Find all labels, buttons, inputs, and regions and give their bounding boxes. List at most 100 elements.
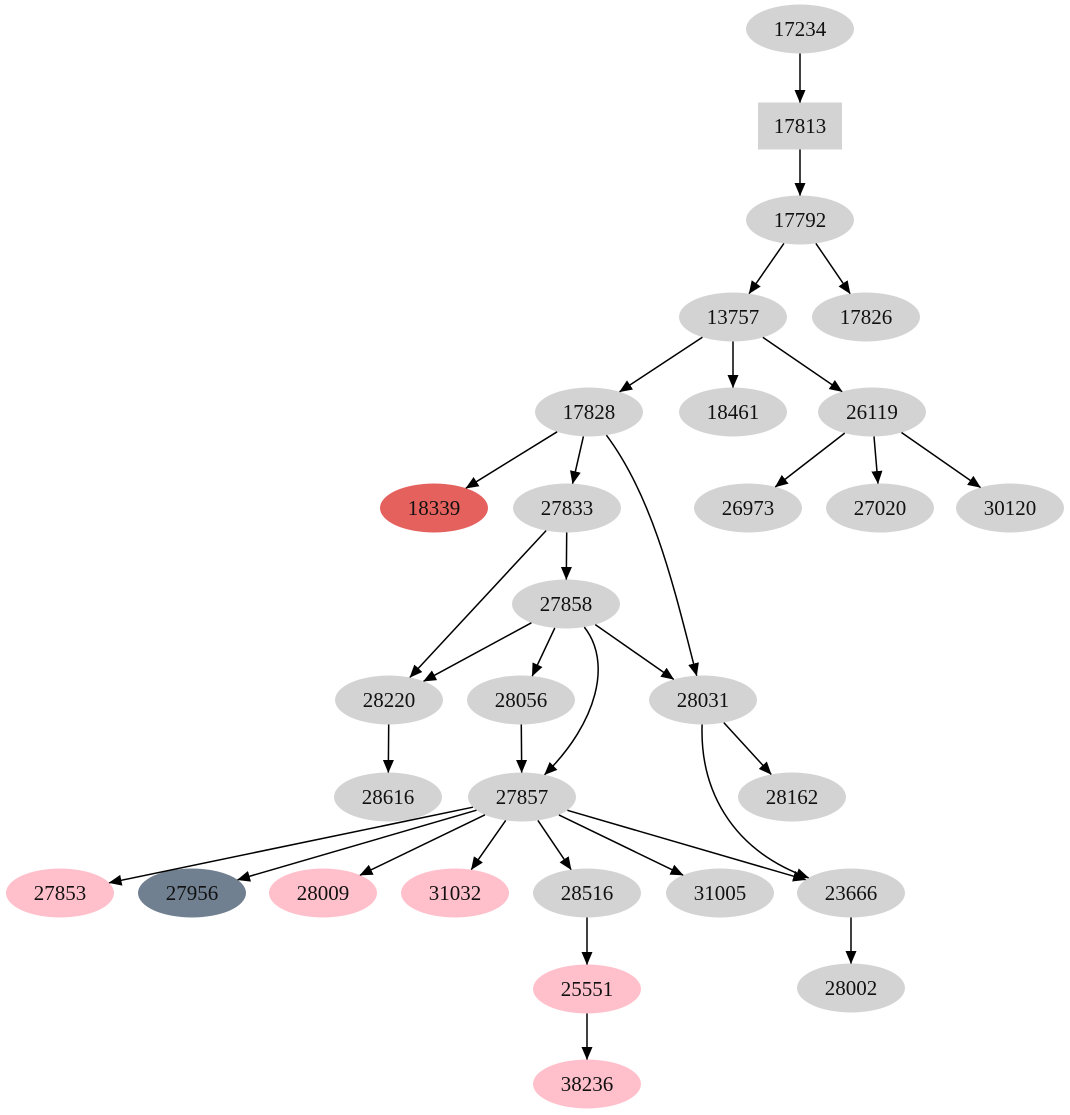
edge-27858-27857 [544, 626, 599, 776]
node-38236: 38236 [533, 1059, 641, 1109]
node-17234-shape [746, 4, 854, 54]
node-27020-shape [826, 483, 934, 533]
node-17813-shape [758, 102, 842, 150]
node-30120-shape [956, 483, 1064, 533]
node-17792-label: 17792 [774, 208, 827, 232]
node-28031-label: 28031 [677, 688, 730, 712]
node-26119-shape [818, 387, 926, 437]
node-28616-label: 28616 [362, 785, 415, 809]
node-18339: 18339 [380, 483, 488, 533]
node-17826-shape [812, 292, 920, 342]
edge-27857-28516 [537, 819, 572, 871]
edge-27858-28220 [423, 622, 532, 682]
node-17813-label: 17813 [774, 114, 827, 138]
node-28516: 28516 [533, 868, 641, 918]
edge-26119-27020 [871, 436, 883, 484]
node-27858-shape [512, 579, 620, 629]
node-17234: 17234 [746, 4, 854, 54]
node-layer: 17234 17813 17792 13757 17826 17828 18461 26119… [6, 4, 1064, 1109]
node-38236-shape [533, 1059, 641, 1109]
edge-27857-23666 [567, 809, 807, 882]
node-17828-shape [535, 387, 643, 437]
node-28616-shape [334, 772, 442, 822]
edge-17828-18339 [465, 431, 558, 489]
node-27857-label: 27857 [496, 785, 549, 809]
node-28056-label: 28056 [495, 688, 548, 712]
edge-28031-23666 [701, 724, 810, 879]
node-28616: 28616 [334, 772, 442, 822]
node-17826-label: 17826 [840, 305, 893, 329]
node-18461-shape [679, 387, 787, 437]
node-27858-label: 27858 [540, 592, 593, 616]
edge-17828-27833 [570, 436, 585, 485]
node-27833-shape [513, 483, 621, 533]
node-17792-shape [746, 195, 854, 245]
edge-28031-28162 [723, 722, 772, 775]
edge-27857-31032 [470, 819, 507, 871]
node-28009-shape [269, 868, 377, 918]
node-38236-label: 38236 [561, 1072, 614, 1096]
node-28516-shape [533, 868, 641, 918]
node-28056: 28056 [467, 675, 575, 725]
edge-27858-28031 [594, 623, 675, 681]
node-17828: 17828 [535, 387, 643, 437]
node-28162: 28162 [738, 772, 846, 822]
edge-26119-30120 [901, 431, 981, 489]
node-18339-label: 18339 [408, 496, 461, 520]
node-28002-label: 28002 [825, 976, 878, 1000]
node-28009: 28009 [269, 868, 377, 918]
node-28031-shape [649, 675, 757, 725]
node-28162-shape [738, 772, 846, 822]
node-26973-shape [694, 483, 802, 533]
node-27956-shape [138, 868, 246, 918]
node-31032-shape [401, 868, 509, 918]
node-27857-shape [468, 772, 576, 822]
edge-27857-27956 [237, 809, 477, 882]
node-27956: 27956 [138, 868, 246, 918]
node-31032-label: 31032 [429, 881, 482, 905]
node-27020-label: 27020 [854, 496, 907, 520]
node-17234-label: 17234 [774, 17, 827, 41]
node-28162-label: 28162 [766, 785, 819, 809]
node-17792: 17792 [746, 195, 854, 245]
node-28516-label: 28516 [561, 881, 614, 905]
node-25551-label: 25551 [561, 977, 614, 1001]
node-26119-label: 26119 [846, 400, 898, 424]
edge-26119-26973 [774, 432, 846, 488]
edge-27857-31005 [558, 814, 684, 876]
node-27833: 27833 [513, 483, 621, 533]
node-25551-shape [533, 964, 641, 1014]
node-28002: 28002 [797, 963, 905, 1013]
node-13757-shape [679, 292, 787, 342]
edge-13757-26119 [762, 336, 843, 393]
node-31005-shape [666, 868, 774, 918]
edge-17792-17826 [815, 242, 851, 295]
node-26973-label: 26973 [722, 496, 775, 520]
node-27956-label: 27956 [166, 881, 219, 905]
node-30120-label: 30120 [984, 496, 1037, 520]
node-28056-shape [467, 675, 575, 725]
node-26973: 26973 [694, 483, 802, 533]
node-27853-label: 27853 [34, 881, 87, 905]
node-28031: 28031 [649, 675, 757, 725]
node-13757: 13757 [679, 292, 787, 342]
node-27858: 27858 [512, 579, 620, 629]
node-18339-shape [380, 483, 488, 533]
node-28220: 28220 [335, 675, 443, 725]
node-31005: 31005 [666, 868, 774, 918]
node-25551: 25551 [533, 964, 641, 1014]
edge-17828-28031 [605, 434, 699, 677]
edge-layer [108, 53, 981, 1060]
node-17813: 17813 [758, 102, 842, 150]
node-17828-label: 17828 [563, 400, 616, 424]
node-27833-label: 27833 [541, 496, 594, 520]
node-23666-shape [797, 868, 905, 918]
edge-27857-28009 [359, 814, 486, 876]
node-18461: 18461 [679, 387, 787, 437]
edge-17792-13757 [748, 242, 785, 295]
node-27020: 27020 [826, 483, 934, 533]
node-27853-shape [6, 868, 114, 918]
node-26119: 26119 [818, 387, 926, 437]
edge-13757-17828 [619, 336, 703, 393]
